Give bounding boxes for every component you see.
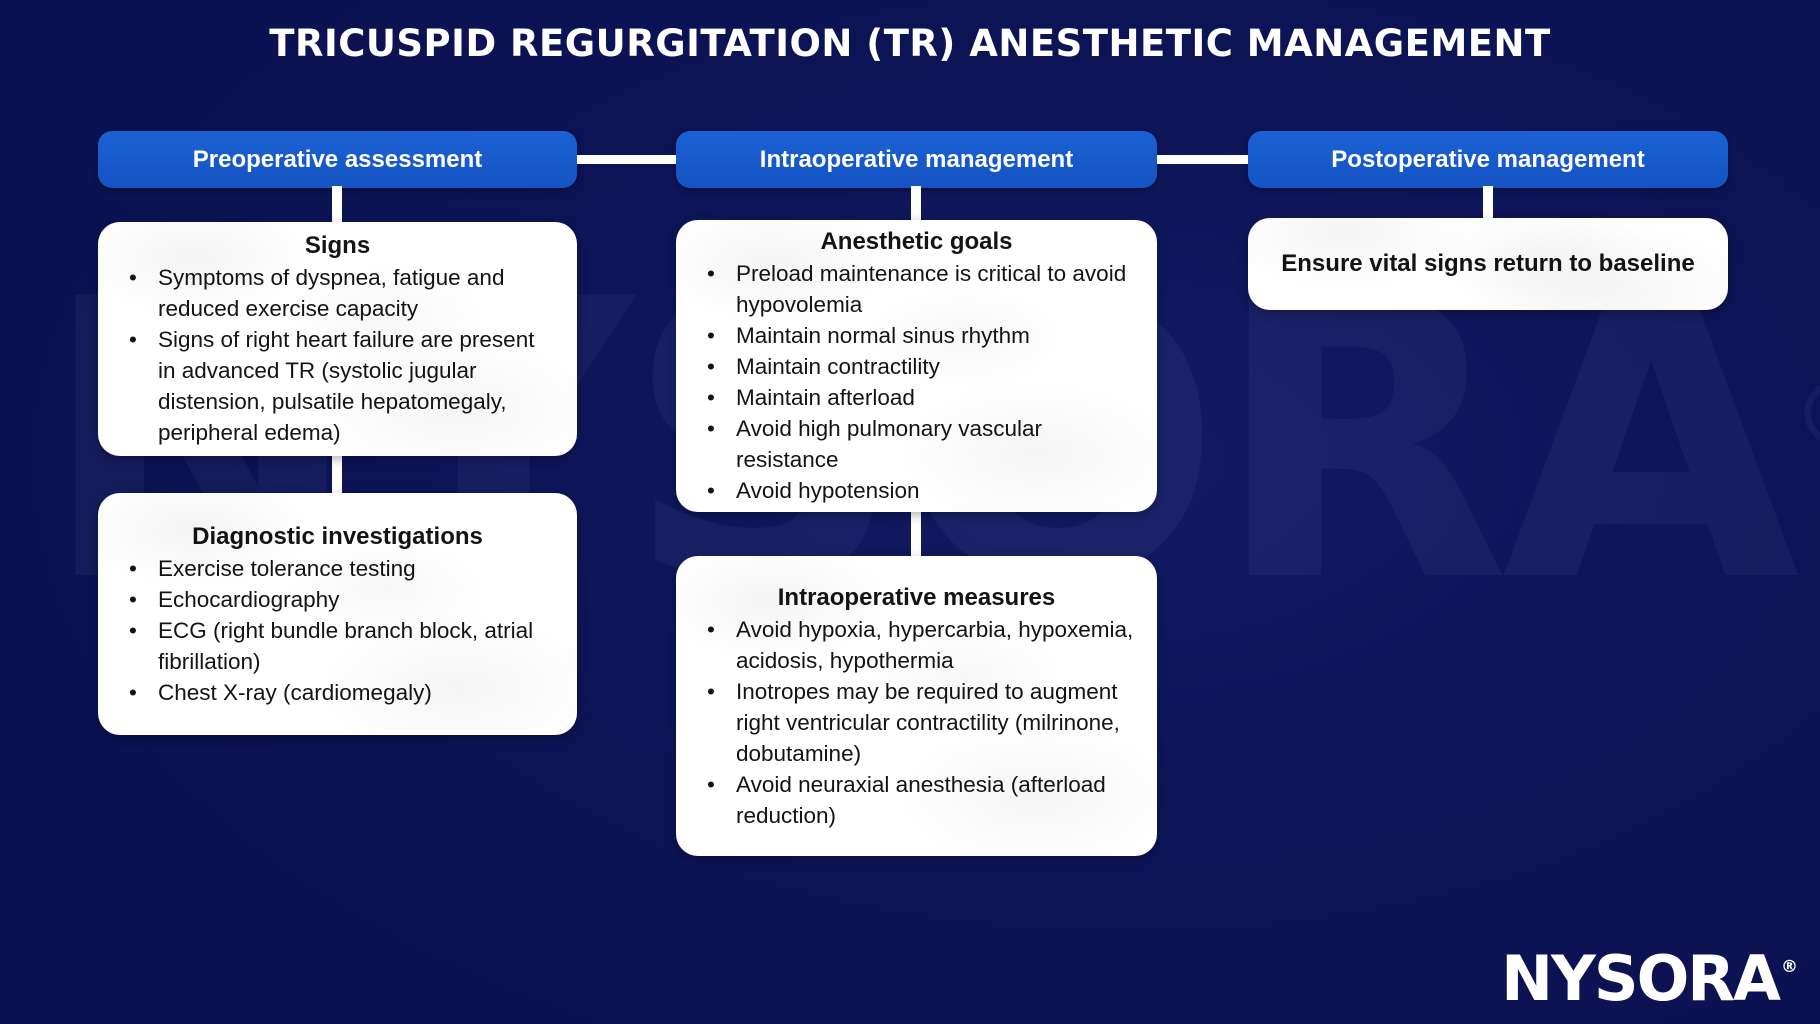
header-intraoperative-management: Intraoperative management — [676, 131, 1157, 188]
list-item: Avoid neuraxial anesthesia (afterload re… — [698, 769, 1135, 831]
card-signs-list: Symptoms of dyspnea, fatigue and reduced… — [120, 262, 555, 448]
card-diagnostic-list: Exercise tolerance testing Echocardiogra… — [120, 553, 555, 708]
card-signs-title: Signs — [304, 232, 371, 259]
page-title: TRICUSPID REGURGITATION (TR) ANESTHETIC … — [269, 22, 1551, 65]
list-item: Exercise tolerance testing — [120, 553, 555, 584]
connector-horizontal-1 — [577, 155, 676, 164]
list-item: Maintain afterload — [698, 382, 1135, 413]
registered-mark-icon: ® — [1781, 957, 1798, 977]
list-item: Avoid hypotension — [698, 475, 1135, 506]
card-diagnostic-investigations: Diagnostic investigations Exercise toler… — [98, 493, 577, 735]
card-postoperative: Ensure vital signs return to baseline — [1248, 218, 1728, 310]
list-item: Avoid hypoxia, hypercarbia, hypoxemia, a… — [698, 614, 1135, 676]
list-item: Chest X-ray (cardiomegaly) — [120, 677, 555, 708]
list-item: Maintain contractility — [698, 351, 1135, 382]
connector-col1-signs-to-diagnostic — [332, 454, 342, 496]
list-item: Signs of right heart failure are present… — [120, 324, 555, 448]
card-diagnostic-title: Diagnostic investigations — [192, 522, 483, 550]
card-measures-title: Intraoperative measures — [777, 583, 1056, 611]
connector-col1-header-to-signs — [332, 186, 342, 224]
list-item: Preload maintenance is critical to avoid… — [698, 258, 1135, 320]
list-item: Echocardiography — [120, 584, 555, 615]
card-goals-list: Preload maintenance is critical to avoid… — [698, 258, 1135, 506]
card-measures-list: Avoid hypoxia, hypercarbia, hypoxemia, a… — [698, 614, 1135, 831]
card-goals-title: Anesthetic goals — [820, 228, 1013, 255]
registered-mark-icon: ® — [1792, 363, 1820, 468]
nysora-logo: NYSORA® — [1501, 942, 1798, 1015]
card-intraoperative-measures: Intraoperative measures Avoid hypoxia, h… — [676, 556, 1157, 856]
list-item: ECG (right bundle branch block, atrial f… — [120, 615, 555, 677]
list-item: Maintain normal sinus rhythm — [698, 320, 1135, 351]
connector-col2-header-to-goals — [911, 186, 921, 222]
connector-horizontal-2 — [1157, 155, 1248, 164]
card-anesthetic-goals: Anesthetic goals Preload maintenance is … — [676, 220, 1157, 512]
connector-col3-header-to-card — [1483, 186, 1493, 221]
card-postoperative-text: Ensure vital signs return to baseline — [1281, 250, 1695, 277]
connector-col2-goals-to-measures — [911, 509, 921, 559]
card-signs: Signs Symptoms of dyspnea, fatigue and r… — [98, 222, 577, 456]
list-item: Inotropes may be required to augment rig… — [698, 676, 1135, 769]
list-item: Symptoms of dyspnea, fatigue and reduced… — [120, 262, 555, 324]
header-postoperative-management: Postoperative management — [1248, 131, 1728, 188]
list-item: Avoid high pulmonary vascular resistance — [698, 413, 1135, 475]
header-preoperative-assessment: Preoperative assessment — [98, 131, 577, 188]
